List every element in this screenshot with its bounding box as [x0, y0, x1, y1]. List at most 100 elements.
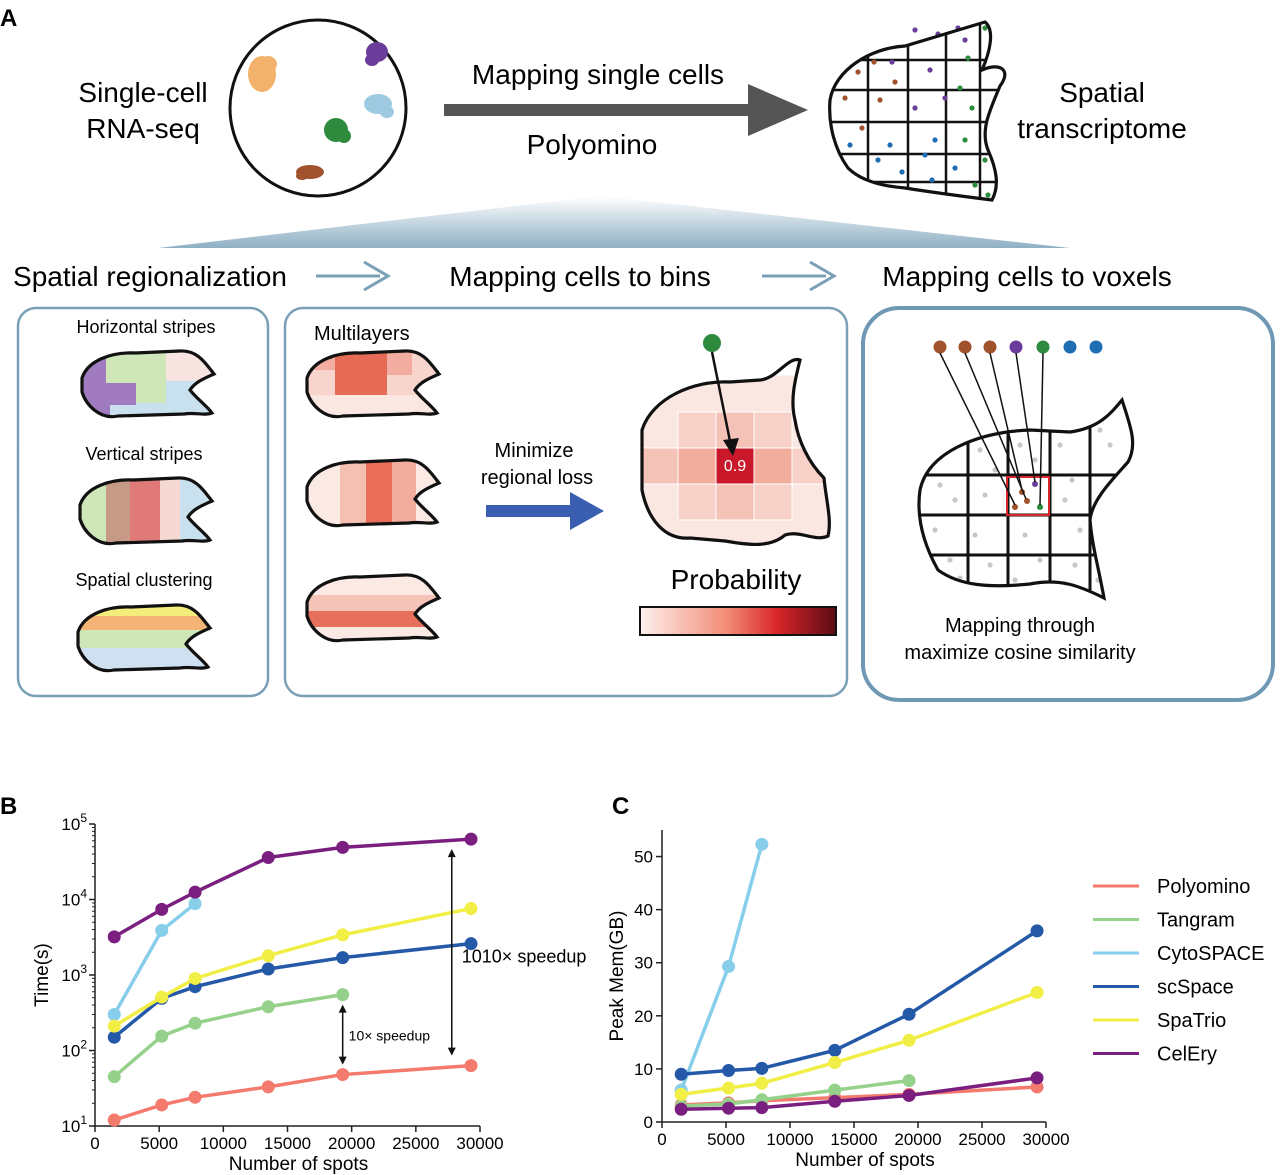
x-axis-label: Number of spots	[795, 1150, 934, 1171]
data-point	[107, 1070, 121, 1084]
cluster-purple	[365, 42, 388, 66]
x-tick-label: 25000	[958, 1130, 1005, 1149]
data-point	[755, 1076, 769, 1090]
legend-label: Tangram	[1157, 910, 1235, 932]
legend-label: scSpace	[1157, 977, 1234, 999]
mapping-arrow-label-bottom: Polyomino	[527, 129, 658, 160]
shape-spatial-clustering	[76, 603, 213, 673]
cluster-orange	[248, 56, 277, 92]
x-tick-label: 30000	[456, 1134, 503, 1153]
probability-shape: 0.9	[640, 334, 831, 547]
spatial-tissue	[828, 20, 1007, 202]
data-point	[464, 937, 478, 951]
shape-vertical-stripes	[78, 476, 215, 546]
probability-cell-value: 0.9	[724, 458, 746, 475]
label-vertical-stripes: Vertical stripes	[85, 444, 202, 464]
data-point	[336, 951, 350, 965]
legend-label: Polyomino	[1157, 876, 1250, 898]
multilayer-shape-2	[305, 458, 442, 528]
data-point	[828, 1094, 842, 1108]
y-tick-label: 10	[634, 1060, 653, 1079]
x-tick-label: 15000	[264, 1134, 311, 1153]
x-tick-label: 25000	[392, 1134, 439, 1153]
data-point	[828, 1043, 842, 1057]
data-point	[188, 971, 202, 985]
data-point	[261, 949, 275, 963]
x-tick-label: 0	[90, 1134, 99, 1153]
legend-label: SpaTrio	[1157, 1010, 1226, 1032]
chart-time: 0 5000 10000 15000 20000 25000 30000 101 102 103 1…	[32, 811, 586, 1175]
spatial-dots	[842, 25, 991, 198]
x-tick-label: 20000	[328, 1134, 375, 1153]
series-line-5	[681, 1076, 1038, 1112]
data-point	[188, 1016, 202, 1030]
annotation-label: 10× speedup	[349, 1028, 431, 1044]
shape-horizontal-stripes	[80, 349, 217, 419]
data-point	[722, 1101, 736, 1115]
data-point	[674, 1067, 688, 1081]
x-tick-label: 15000	[830, 1130, 877, 1149]
x-tick-label: 5000	[140, 1134, 178, 1153]
data-point	[722, 1081, 736, 1095]
multilayer-shape-1	[305, 349, 442, 419]
data-point	[722, 1064, 736, 1078]
annotation-arrow-head	[447, 1047, 456, 1056]
annotation-arrow-head	[338, 1004, 347, 1013]
data-point	[464, 832, 478, 846]
y-tick-label: 103	[61, 962, 87, 985]
step-spatial-regionalization: Spatial regionalization	[13, 261, 287, 292]
data-point	[336, 1068, 350, 1082]
box-spatial-regionalization: Horizontal stripes Vertical stripes	[16, 306, 270, 698]
cluster-lightblue	[364, 94, 394, 118]
data-point	[902, 1033, 916, 1047]
mapping-arrow	[444, 84, 808, 136]
data-point	[755, 1061, 769, 1075]
series-line-0	[113, 1063, 472, 1122]
minimize-label-line1: Minimize	[495, 440, 574, 462]
data-point	[188, 885, 202, 899]
data-point	[155, 1098, 169, 1112]
data-point	[902, 1074, 916, 1088]
label-multilayers: Multilayers	[314, 323, 410, 345]
y-tick-label: 101	[61, 1113, 87, 1136]
data-point	[1030, 1080, 1044, 1094]
x-tick-label: 10000	[200, 1134, 247, 1153]
minimize-arrow	[486, 492, 604, 530]
data-point	[902, 1088, 916, 1102]
data-point	[674, 1102, 688, 1116]
data-point	[261, 1080, 275, 1094]
cluster-brown	[296, 165, 324, 180]
data-point	[1030, 985, 1044, 999]
y-tick-label: 104	[61, 887, 87, 910]
voxel-cell-dots	[933, 340, 1103, 354]
y-tick-label: 20	[634, 1007, 653, 1026]
y-tick-label: 105	[61, 811, 87, 834]
step-arrow-2	[762, 260, 837, 292]
spatial-label-line2: transcriptome	[1017, 113, 1187, 144]
data-point	[755, 837, 769, 851]
cluster-green	[324, 118, 351, 143]
annotation-arrow-head	[338, 1056, 347, 1065]
data-point	[464, 901, 478, 915]
data-point	[107, 930, 121, 944]
panel-b-letter: B	[0, 793, 17, 820]
voxel-caption-line1: Mapping through	[945, 615, 1095, 637]
box-mapping-cells-to-voxels: Mapping through maximize cosine similari…	[861, 306, 1275, 702]
y-axis-label: Peak Mem(GB)	[607, 911, 628, 1042]
series-line-2	[112, 902, 197, 1016]
mapping-arrow-label-top: Mapping single cells	[472, 59, 724, 90]
data-point	[722, 959, 736, 973]
annotation-label: 1010× speedup	[462, 946, 587, 966]
y-tick-label: 40	[634, 901, 653, 920]
voxel-caption-line2: maximize cosine similarity	[904, 642, 1135, 664]
y-tick-label: 102	[61, 1038, 87, 1061]
scrna-label-line2: RNA-seq	[86, 113, 200, 144]
data-point	[107, 1019, 121, 1033]
data-point	[107, 1113, 121, 1127]
data-point	[261, 850, 275, 864]
data-point	[755, 1101, 769, 1115]
y-tick-label: 0	[644, 1113, 653, 1132]
series-line-5	[113, 837, 472, 939]
